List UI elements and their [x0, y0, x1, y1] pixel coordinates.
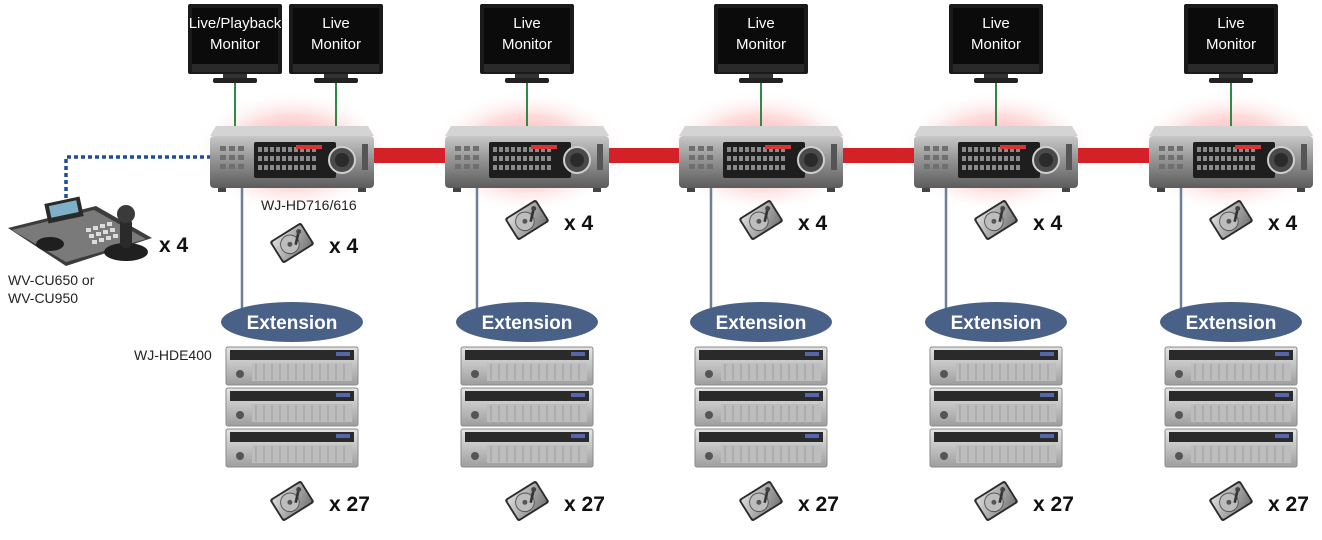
extension-unit-icon [460, 428, 594, 468]
monitor-icon [949, 4, 1043, 83]
monitor-label-line1: Live/Playback [189, 15, 282, 32]
hard-disk-icon [270, 223, 314, 263]
recorder-link-cable [831, 148, 926, 163]
recorder-link-cable [1066, 148, 1161, 163]
monitor-label-line1: Live [1217, 15, 1245, 32]
extension-badge [925, 302, 1067, 342]
monitor-label-line2: Monitor [1206, 36, 1256, 53]
extension-label: Extension [247, 313, 338, 334]
dvr-recorder-icon [914, 126, 1078, 192]
hard-disk-icon [739, 481, 783, 521]
controller-model-line2: WV-CU950 [8, 290, 78, 306]
extension-unit-icon [1164, 387, 1298, 427]
extension-unit-icon [460, 387, 594, 427]
extension-unit-icon [460, 346, 594, 386]
monitor-label-line2: Monitor [311, 36, 361, 53]
monitor-icon [1184, 4, 1278, 83]
controller-count: x 4 [159, 234, 189, 257]
recorder-model-label: WJ-HD716/616 [261, 197, 357, 213]
extension-disk-count: x 27 [564, 493, 605, 516]
extension-disk-count: x 27 [1033, 493, 1074, 516]
extension-disk-count: x 27 [798, 493, 839, 516]
hard-disk-icon [1209, 200, 1253, 240]
dvr-recorder-icon [445, 126, 609, 192]
extension-label: Extension [482, 313, 573, 334]
extension-label: Extension [951, 313, 1042, 334]
monitor-label-line2: Monitor [502, 36, 552, 53]
internal-disk-count: x 4 [1268, 212, 1298, 235]
hard-disk-icon [505, 200, 549, 240]
system-controller-icon [8, 196, 152, 266]
hard-disk-icon [270, 481, 314, 521]
extension-badge [1160, 302, 1302, 342]
monitor-icon [714, 4, 808, 83]
recorder-link-cable [597, 148, 691, 163]
extension-unit-icon [1164, 428, 1298, 468]
extension-unit-icon [1164, 346, 1298, 386]
dvr-recorder-icon [679, 126, 843, 192]
hard-disk-icon [974, 481, 1018, 521]
internal-disk-count: x 4 [329, 235, 359, 258]
recorder-link-cable [362, 148, 457, 163]
controller-model-line1: WV-CU650 or [8, 272, 95, 288]
extension-badge [456, 302, 598, 342]
extension-unit-icon [929, 387, 1063, 427]
extension-label: Extension [1186, 313, 1277, 334]
hard-disk-icon [1209, 481, 1253, 521]
extension-disk-count: x 27 [1268, 493, 1309, 516]
extension-label: Extension [716, 313, 807, 334]
extension-disk-count: x 27 [329, 493, 370, 516]
internal-disk-count: x 4 [1033, 212, 1063, 235]
hard-disk-icon [974, 200, 1018, 240]
dvr-recorder-icon [1149, 126, 1313, 192]
extension-unit-icon [694, 428, 828, 468]
monitor-label-line1: Live [982, 15, 1010, 32]
monitor-label-line2: Monitor [736, 36, 786, 53]
hard-disk-icon [739, 200, 783, 240]
extension-badge [221, 302, 363, 342]
monitor-icon [289, 4, 383, 83]
monitor-label-line2: Monitor [210, 36, 260, 53]
extension-unit-icon [225, 387, 359, 427]
extension-unit-icon [225, 346, 359, 386]
monitor-icon [480, 4, 574, 83]
monitor-label-line1: Live [322, 15, 350, 32]
dvr-recorder-icon [210, 126, 374, 192]
monitor-label-line1: Live [747, 15, 775, 32]
extension-model-label: WJ-HDE400 [134, 347, 212, 363]
hard-disk-icon [505, 481, 549, 521]
monitor-label-line2: Monitor [971, 36, 1021, 53]
extension-unit-icon [694, 346, 828, 386]
internal-disk-count: x 4 [564, 212, 594, 235]
extension-unit-icon [225, 428, 359, 468]
monitor-icon [188, 4, 282, 83]
extension-badge [690, 302, 832, 342]
extension-unit-icon [694, 387, 828, 427]
extension-unit-icon [929, 346, 1063, 386]
internal-disk-count: x 4 [798, 212, 828, 235]
monitor-label-line1: Live [513, 15, 541, 32]
extension-unit-icon [929, 428, 1063, 468]
